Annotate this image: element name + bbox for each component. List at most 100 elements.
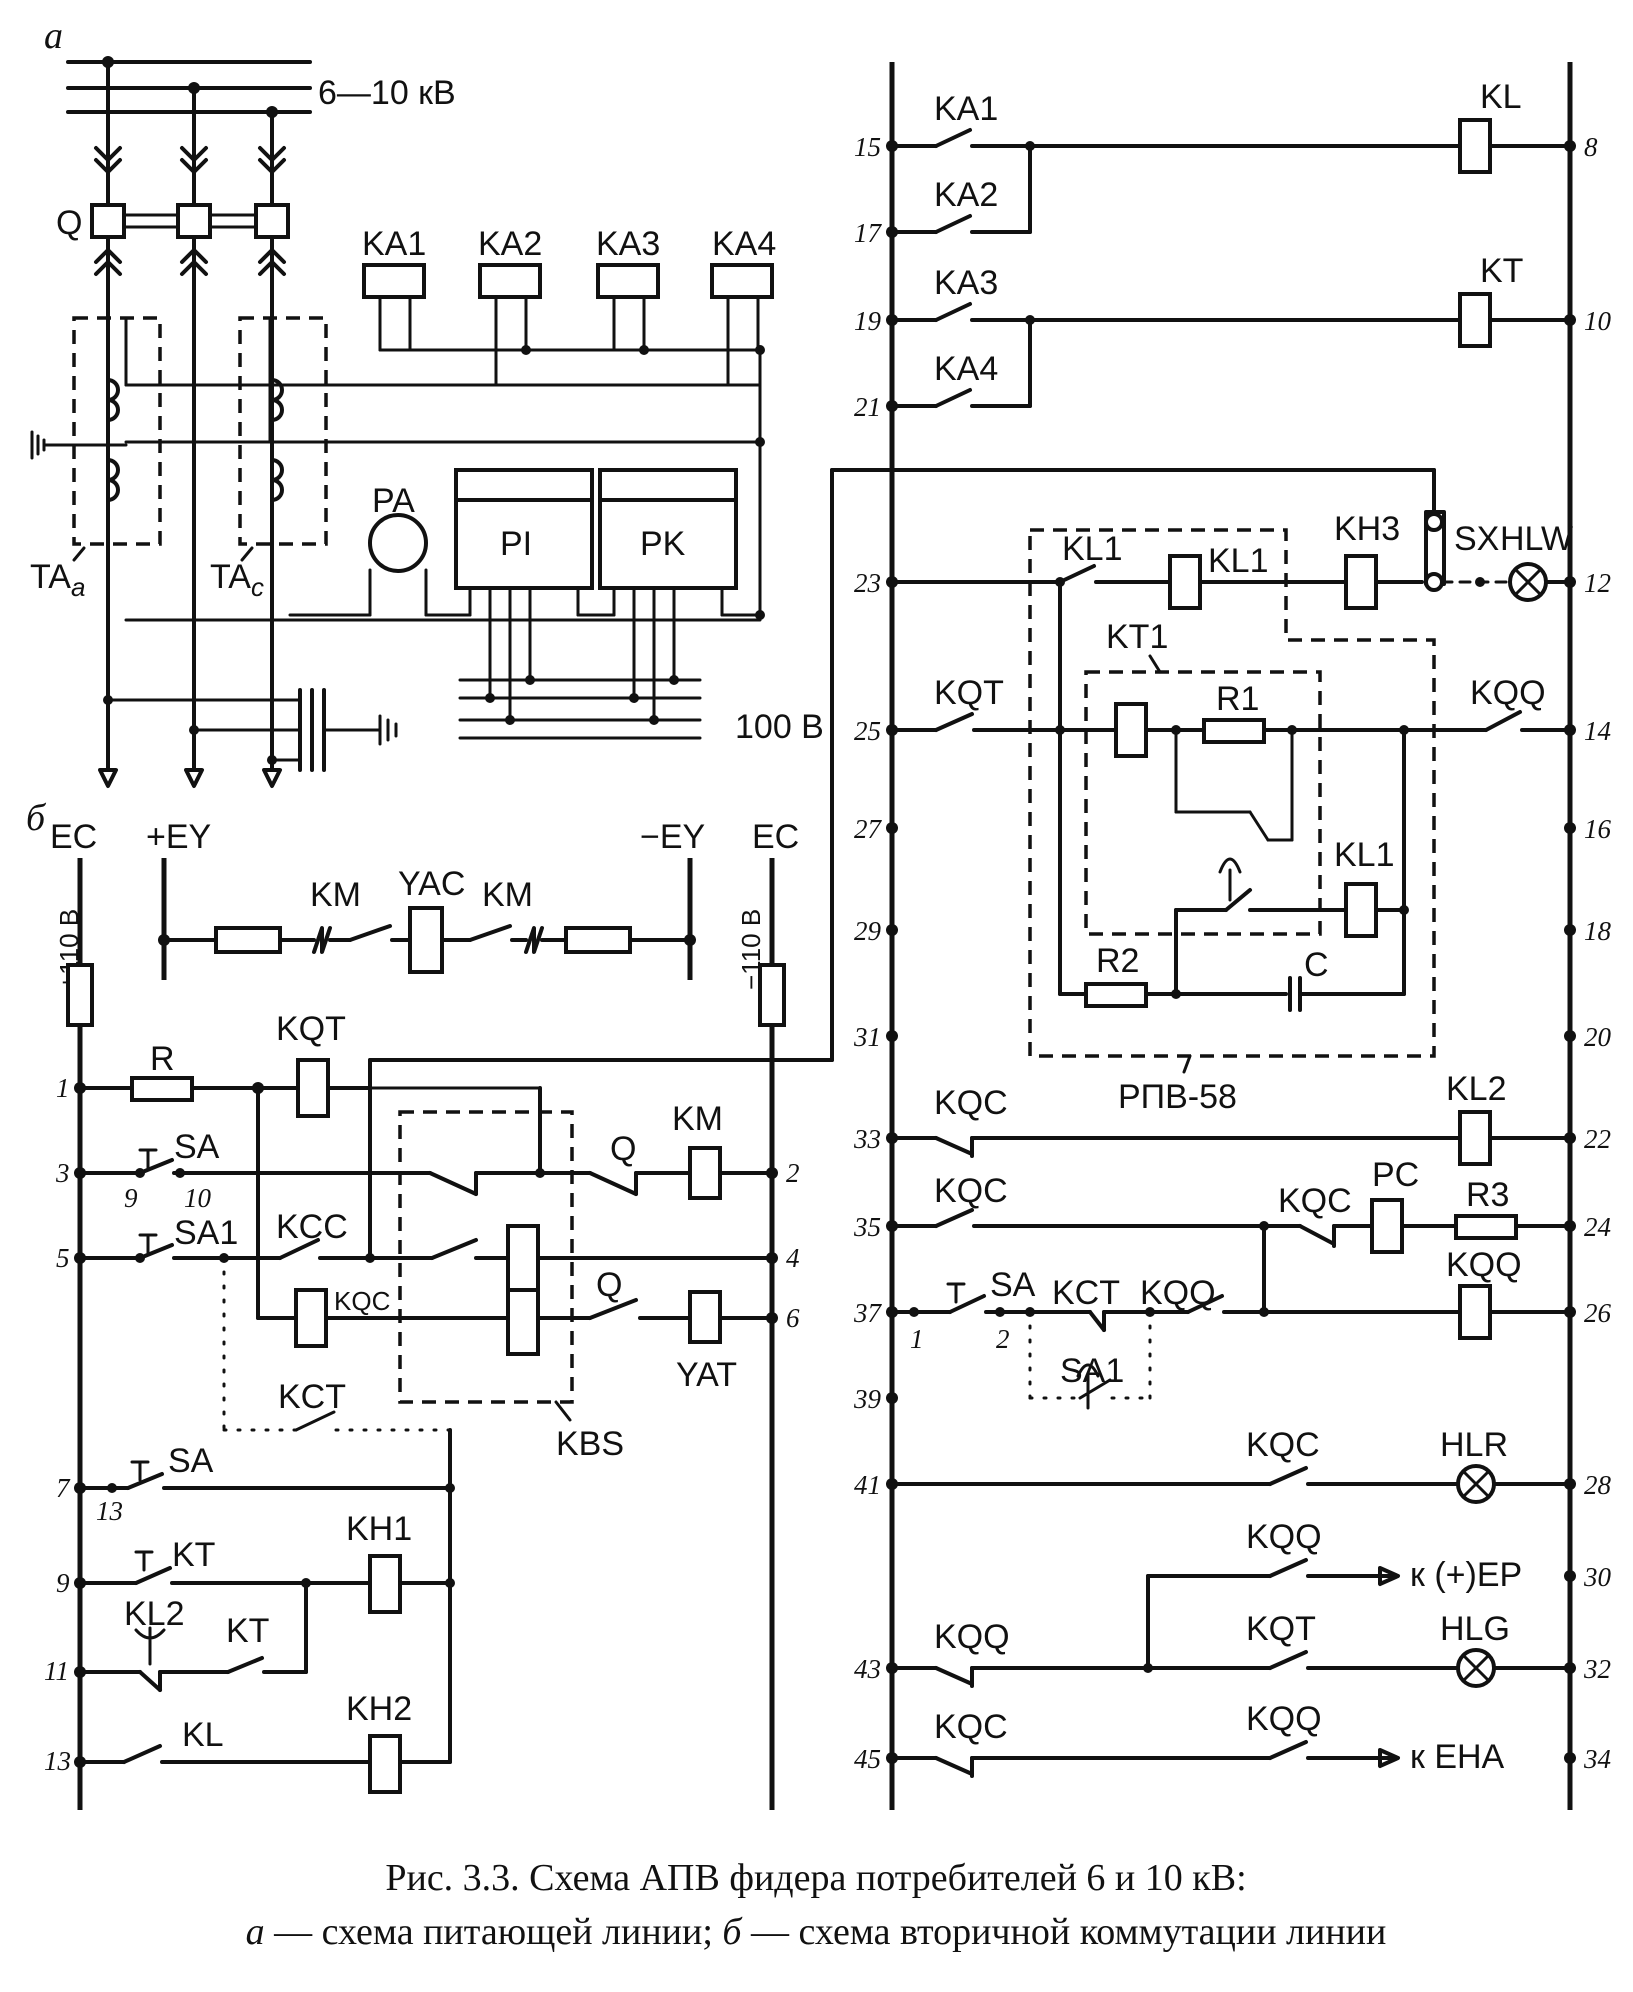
kqt-label: KQT xyxy=(276,1010,346,1048)
q2-label: Q xyxy=(596,1266,622,1304)
sx-label: SX xyxy=(1454,520,1499,558)
relay-ka1 xyxy=(362,263,426,299)
kh3-label: KH3 xyxy=(1334,510,1400,548)
ka1-label: KA1 xyxy=(362,225,426,263)
ka2-label: KA2 xyxy=(478,225,542,263)
svg-text:31: 31 xyxy=(853,1022,881,1052)
svg-text:17: 17 xyxy=(854,218,883,248)
svg-text:41: 41 xyxy=(854,1470,881,1500)
row-5 xyxy=(74,1086,778,1320)
svg-text:11: 11 xyxy=(44,1656,69,1686)
caption-line-1: Рис. 3.3. Схема АПВ фидера потребителей … xyxy=(385,1857,1246,1899)
row-33 xyxy=(890,1110,1572,1166)
svg-text:12: 12 xyxy=(1584,568,1611,598)
r2-label: R2 xyxy=(1096,942,1139,980)
svg-text:10: 10 xyxy=(1584,306,1612,336)
kqq3-label: KQQ xyxy=(1140,1274,1216,1312)
pc-label: PC xyxy=(1372,1156,1419,1194)
right-right-numbers: 8 10 12 14 16 18 20 22 24 26 28 30 32 34 xyxy=(1583,132,1612,1774)
svg-text:22: 22 xyxy=(1584,1124,1611,1154)
svg-text:30: 30 xyxy=(1583,1562,1612,1592)
kcc-label: KCC xyxy=(276,1208,348,1246)
r1-label: R1 xyxy=(1216,680,1259,718)
row-7 xyxy=(74,1460,455,1494)
ammeter-pa xyxy=(368,513,428,573)
sa1-label: SA1 xyxy=(174,1214,238,1252)
kqq5-label: KQQ xyxy=(934,1618,1010,1656)
c-label: C xyxy=(1304,946,1329,984)
row-43 xyxy=(890,1648,1572,1688)
meter-wiring xyxy=(124,568,762,740)
ct-a-coil-2 xyxy=(106,458,120,502)
kt1-label: KT1 xyxy=(1106,618,1168,656)
row-25 xyxy=(890,702,1572,996)
kqc3-label: KQC xyxy=(1278,1182,1352,1220)
kt-label: KT xyxy=(172,1536,215,1574)
row-41 xyxy=(890,1464,1572,1504)
ep-label: к (+)EP xyxy=(1410,1556,1522,1594)
svg-text:28: 28 xyxy=(1584,1470,1612,1500)
relay-ka3 xyxy=(596,263,660,299)
svg-text:35: 35 xyxy=(853,1212,881,1242)
pa-label: PA xyxy=(372,482,415,520)
row-11 xyxy=(74,1626,308,1692)
row-6 xyxy=(256,1288,778,1356)
ground-symbol-left xyxy=(30,430,46,460)
kt1-frame xyxy=(1084,670,1322,936)
ka4-label: KA4 xyxy=(712,225,776,263)
svg-text:32: 32 xyxy=(1583,1654,1611,1684)
fuse-plus xyxy=(66,963,94,1027)
kl-label: KL xyxy=(182,1716,224,1754)
node-2: 2 xyxy=(996,1324,1010,1354)
row-35 xyxy=(890,1198,1572,1314)
right-left-numbers: 15 17 19 21 23 25 27 29 31 33 35 37 39 4… xyxy=(853,132,883,1774)
svg-text:13: 13 xyxy=(44,1746,71,1776)
rpv58-label: РПВ-58 xyxy=(1118,1078,1237,1116)
kt2-label: KT xyxy=(226,1612,269,1650)
breaker-q-pole-b xyxy=(176,203,212,239)
svg-text:4: 4 xyxy=(786,1243,800,1273)
svg-text:43: 43 xyxy=(854,1654,881,1684)
svg-text:8: 8 xyxy=(1584,132,1598,162)
svg-text:18: 18 xyxy=(1584,916,1612,946)
ct-a-label: TAa xyxy=(30,558,85,602)
row-45 xyxy=(890,1740,1400,1778)
left-node-numbers: 1 3 5 7 9 11 13 xyxy=(44,1073,71,1776)
kbs-label: KBS xyxy=(556,1425,624,1463)
svg-text:2: 2 xyxy=(786,1158,800,1188)
svg-text:34: 34 xyxy=(1583,1744,1611,1774)
kh1-label: KH1 xyxy=(346,1510,412,1548)
kqc2-label: KQC xyxy=(934,1172,1008,1210)
kqt-contact-label: KQT xyxy=(934,674,1004,712)
svg-text:23: 23 xyxy=(854,568,881,598)
panel-label-a: а xyxy=(44,15,63,57)
kqc1-label: KQC xyxy=(934,1084,1008,1122)
node-10: 10 xyxy=(184,1183,212,1213)
breaker-q-pole-c xyxy=(254,203,290,239)
svg-text:25: 25 xyxy=(854,716,881,746)
svg-text:6: 6 xyxy=(786,1303,800,1333)
svg-text:21: 21 xyxy=(854,392,881,422)
ec-right-label: EC xyxy=(752,818,799,856)
ct-frame-c xyxy=(238,316,328,546)
svg-text:26: 26 xyxy=(1584,1298,1612,1328)
voltage-transformer xyxy=(103,688,398,772)
part-b-secondary-circuit: б EC +EY −EY EC +110 В −110 В xyxy=(26,468,1436,1810)
svg-text:7: 7 xyxy=(56,1473,71,1503)
relay-wiring xyxy=(124,295,765,620)
sa-label: SA xyxy=(174,1128,220,1166)
right-secondary-circuit: 15 17 19 21 23 25 27 29 31 33 35 37 39 4… xyxy=(853,62,1612,1810)
kl1-coil-label: KL1 xyxy=(1208,542,1269,580)
svg-text:39: 39 xyxy=(853,1384,882,1414)
svg-text:33: 33 xyxy=(853,1124,881,1154)
sa-b-label: SA xyxy=(168,1442,214,1480)
ey-minus-label: −EY xyxy=(640,818,705,856)
km-label: KM xyxy=(672,1100,723,1138)
svg-text:16: 16 xyxy=(1584,814,1612,844)
kct-dotted-link xyxy=(222,1256,452,1602)
kh2-label: KH2 xyxy=(346,1690,412,1728)
svg-text:37: 37 xyxy=(853,1298,883,1328)
kqq6-label: KQQ xyxy=(1246,1700,1322,1738)
